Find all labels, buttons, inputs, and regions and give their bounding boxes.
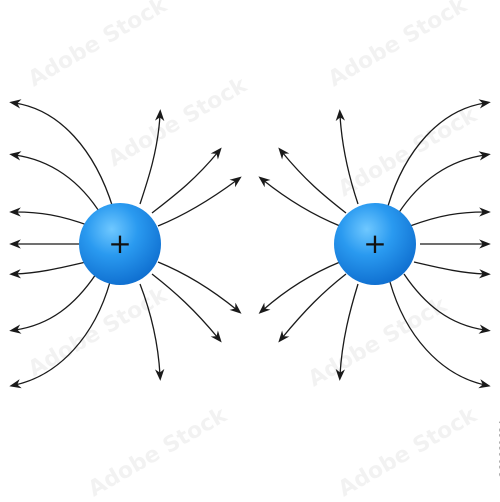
field-line <box>9 261 87 279</box>
field-line <box>389 281 491 389</box>
right-charge-sign: + <box>363 227 386 260</box>
field-line <box>9 281 111 389</box>
field-line <box>9 99 114 209</box>
field-line <box>157 261 242 314</box>
field-line <box>157 176 242 227</box>
left-charge-sign: + <box>108 227 131 260</box>
field-line <box>151 147 222 214</box>
field-line <box>387 99 491 207</box>
field-line <box>151 273 222 343</box>
field-line <box>335 283 359 381</box>
left-charge-field-lines <box>9 99 242 389</box>
field-line <box>258 176 341 227</box>
left-charge: + <box>79 203 161 285</box>
field-line <box>409 207 491 227</box>
field-line <box>335 109 359 205</box>
field-line <box>9 207 91 227</box>
field-line <box>397 151 491 215</box>
field-line <box>403 273 491 334</box>
field-line <box>139 283 165 381</box>
field-line <box>278 147 347 214</box>
field-line <box>413 261 491 279</box>
field-line <box>9 273 97 334</box>
right-charge-field-lines <box>258 99 491 389</box>
right-charge: + <box>334 203 416 285</box>
field-line <box>278 273 347 343</box>
field-line <box>258 261 341 314</box>
field-line <box>139 109 165 205</box>
field-line <box>9 151 103 217</box>
